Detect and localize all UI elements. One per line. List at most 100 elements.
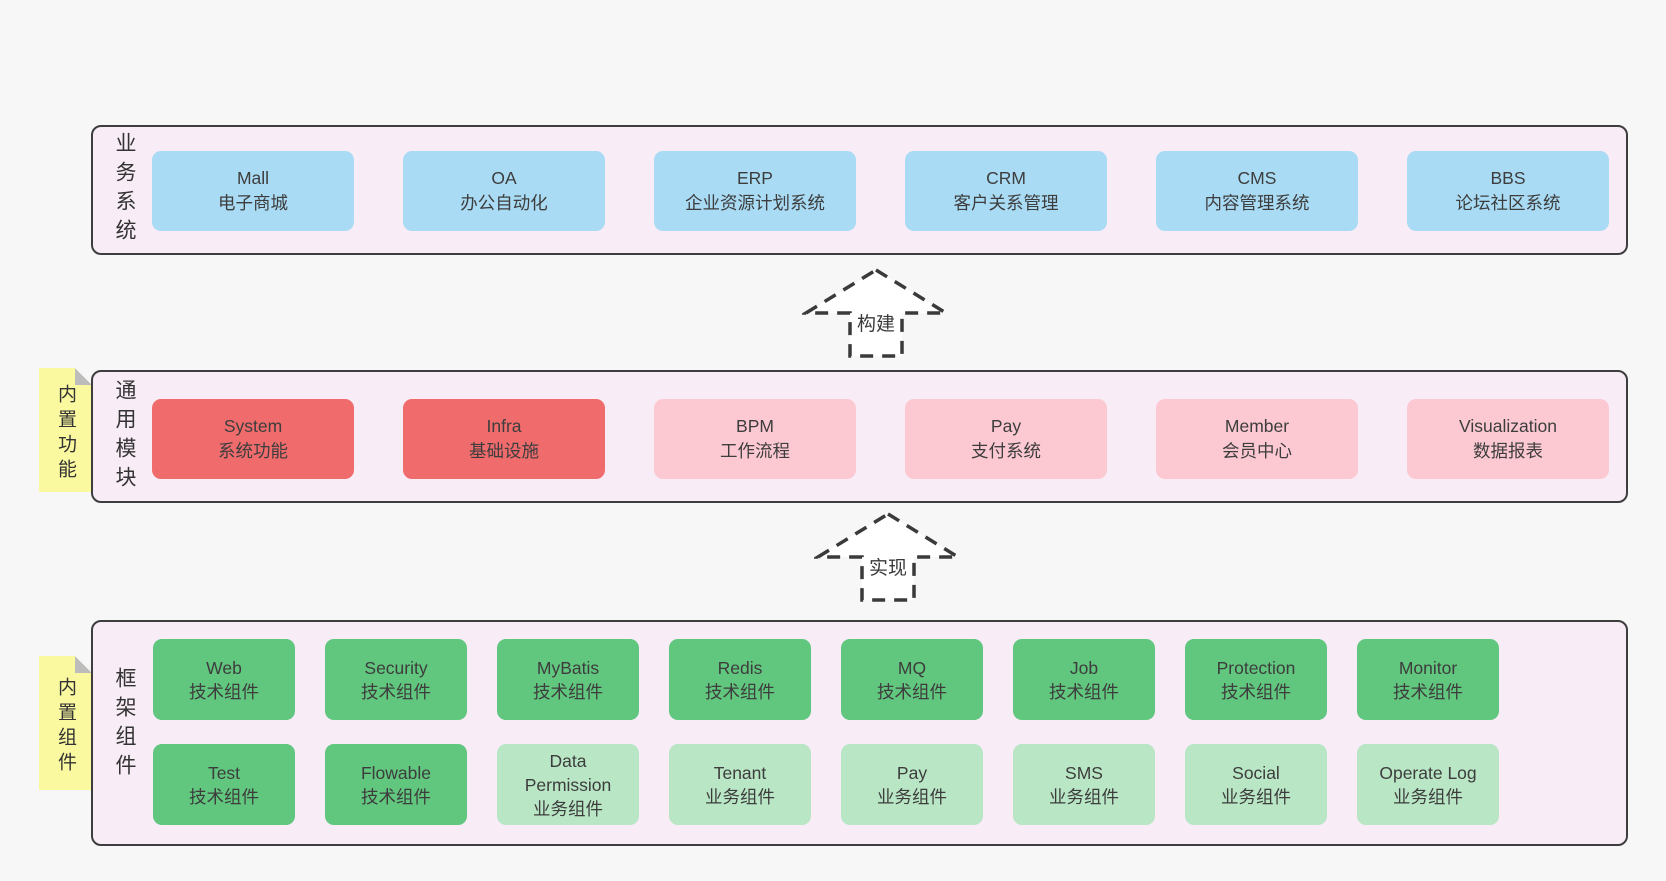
box-redis: Redis 技术组件 xyxy=(669,639,811,720)
box-subtitle: 技术组件 xyxy=(1049,681,1119,702)
box-subtitle: 论坛社区系统 xyxy=(1455,193,1561,213)
sticky-note-label: 内置功能 xyxy=(55,384,76,484)
box-title: Mall xyxy=(236,168,270,188)
box-pay-component: Pay 业务组件 xyxy=(841,744,983,825)
box-subtitle: 客户关系管理 xyxy=(953,193,1059,213)
arrow-implement-label: 实现 xyxy=(865,553,911,580)
box-visualization: Visualization 数据报表 xyxy=(1407,399,1609,479)
sticky-note-label: 内置组件 xyxy=(55,677,76,777)
box-subtitle: 技术组件 xyxy=(1393,681,1463,702)
box-bbs: BBS 论坛社区系统 xyxy=(1407,151,1609,231)
box-title: SMS xyxy=(1065,762,1103,783)
box-title: MQ xyxy=(897,657,927,678)
box-crm: CRM 客户关系管理 xyxy=(905,151,1107,231)
box-subtitle: 工作流程 xyxy=(720,441,790,461)
box-subtitle: 技术组件 xyxy=(533,681,603,702)
box-subtitle: 技术组件 xyxy=(361,681,431,702)
box-monitor: Monitor 技术组件 xyxy=(1357,639,1499,720)
panel-label-common-modules: 通用模块 xyxy=(113,378,136,495)
business-box-row: Mall 电子商城 OA 办公自动化 ERP 企业资源计划系统 CRM 客户关系… xyxy=(152,151,1609,231)
sticky-note-built-in-features: 内置功能 xyxy=(39,368,92,492)
box-data-permission: Data Permission 业务组件 xyxy=(497,744,639,825)
arrow-build: 构建 xyxy=(802,265,950,361)
box-infra: Infra 基础设施 xyxy=(403,399,605,479)
panel-business-systems: 业务系统 Mall 电子商城 OA 办公自动化 ERP 企业资源计划系统 CRM… xyxy=(91,125,1628,255)
box-tenant: Tenant 业务组件 xyxy=(669,744,811,825)
box-operate-log: Operate Log 业务组件 xyxy=(1357,744,1499,825)
box-title: Pay xyxy=(896,762,928,783)
box-title: BBS xyxy=(1490,168,1526,188)
panel-label-business-systems: 业务系统 xyxy=(113,132,136,248)
box-subtitle: 办公自动化 xyxy=(460,193,548,213)
box-title: Web xyxy=(206,657,242,678)
box-subtitle: 业务组件 xyxy=(1049,786,1119,807)
box-subtitle: 业务组件 xyxy=(877,786,947,807)
box-title: Security xyxy=(364,657,428,678)
components-box-row-2: Test 技术组件 Flowable 技术组件 Data Permission … xyxy=(153,744,1499,825)
box-protection: Protection 技术组件 xyxy=(1185,639,1327,720)
panel-framework-components: 框架组件 Web 技术组件 Security 技术组件 MyBatis 技术组件… xyxy=(91,620,1628,846)
box-title: CMS xyxy=(1237,168,1277,188)
box-title: ERP xyxy=(737,168,773,188)
box-subtitle: 电子商城 xyxy=(218,193,288,213)
box-subtitle: 技术组件 xyxy=(189,681,259,702)
box-title: CRM xyxy=(986,168,1026,188)
box-member: Member 会员中心 xyxy=(1156,399,1358,479)
box-mall: Mall 电子商城 xyxy=(152,151,354,231)
box-pay-system: Pay 支付系统 xyxy=(905,399,1107,479)
box-mybatis: MyBatis 技术组件 xyxy=(497,639,639,720)
box-title: OA xyxy=(491,168,517,188)
modules-box-row: System 系统功能 Infra 基础设施 BPM 工作流程 Pay 支付系统… xyxy=(152,399,1609,479)
box-subtitle: 内容管理系统 xyxy=(1204,193,1310,213)
box-flowable: Flowable 技术组件 xyxy=(325,744,467,825)
box-title: Protection xyxy=(1216,657,1296,678)
box-title: Monitor xyxy=(1398,657,1458,678)
box-subtitle: 技术组件 xyxy=(189,786,259,807)
box-oa: OA 办公自动化 xyxy=(403,151,605,231)
box-title: BPM xyxy=(736,416,774,436)
box-subtitle: 支付系统 xyxy=(971,441,1041,461)
box-subtitle: 技术组件 xyxy=(705,681,775,702)
box-title: Tenant xyxy=(713,762,767,783)
box-title: Flowable xyxy=(360,762,432,783)
box-subtitle: 业务组件 xyxy=(705,786,775,807)
box-subtitle: 系统功能 xyxy=(218,441,288,461)
box-title: Redis xyxy=(717,657,763,678)
panel-label-framework-components: 框架组件 xyxy=(113,666,136,783)
box-title: Operate Log xyxy=(1379,762,1477,783)
box-title: MyBatis xyxy=(536,657,600,678)
panel-common-modules: 通用模块 System 系统功能 Infra 基础设施 BPM 工作流程 Pay… xyxy=(91,370,1628,503)
box-erp: ERP 企业资源计划系统 xyxy=(654,151,856,231)
box-subtitle: 技术组件 xyxy=(877,681,947,702)
box-subtitle: 基础设施 xyxy=(469,441,539,461)
box-subtitle: 技术组件 xyxy=(361,786,431,807)
box-cms: CMS 内容管理系统 xyxy=(1156,151,1358,231)
sticky-note-built-in-components: 内置组件 xyxy=(39,656,92,790)
box-subtitle: 数据报表 xyxy=(1473,441,1543,461)
arrow-build-label: 构建 xyxy=(853,309,899,336)
box-title: Data Permission xyxy=(524,750,612,795)
box-title: Job xyxy=(1069,657,1099,678)
box-title: Pay xyxy=(990,416,1022,436)
box-title: System xyxy=(223,416,283,436)
box-title: Infra xyxy=(486,416,522,436)
box-web: Web 技术组件 xyxy=(153,639,295,720)
box-mq: MQ 技术组件 xyxy=(841,639,983,720)
box-job: Job 技术组件 xyxy=(1013,639,1155,720)
components-box-row-1: Web 技术组件 Security 技术组件 MyBatis 技术组件 Redi… xyxy=(153,639,1499,720)
box-title: Visualization xyxy=(1459,416,1557,436)
box-subtitle: 业务组件 xyxy=(533,798,603,819)
box-social: Social 业务组件 xyxy=(1185,744,1327,825)
box-sms: SMS 业务组件 xyxy=(1013,744,1155,825)
box-title: Member xyxy=(1224,416,1290,436)
box-title: Social xyxy=(1232,762,1280,783)
box-system: System 系统功能 xyxy=(152,399,354,479)
box-subtitle: 业务组件 xyxy=(1221,786,1291,807)
arrow-implement: 实现 xyxy=(814,509,962,605)
box-subtitle: 业务组件 xyxy=(1393,786,1463,807)
box-test: Test 技术组件 xyxy=(153,744,295,825)
box-security: Security 技术组件 xyxy=(325,639,467,720)
box-subtitle: 会员中心 xyxy=(1222,441,1292,461)
box-subtitle: 企业资源计划系统 xyxy=(685,193,825,213)
box-bpm: BPM 工作流程 xyxy=(654,399,856,479)
